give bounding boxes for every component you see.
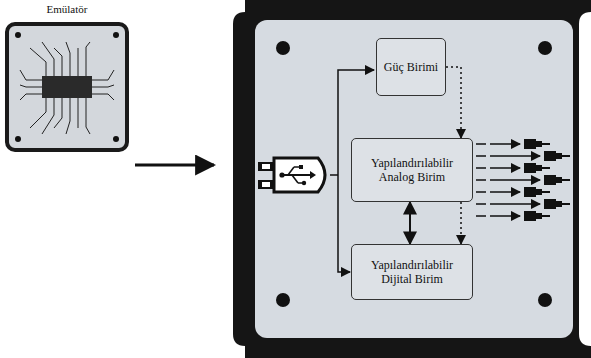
power-connector bbox=[446, 67, 461, 138]
board-panel bbox=[255, 20, 573, 338]
node-label: Yapılandırılabilir Dijital Birim bbox=[356, 258, 468, 286]
node-label: Yapılandırılabilir Analog Birim bbox=[356, 156, 468, 184]
data-connector bbox=[409, 202, 411, 244]
main-board bbox=[233, 0, 591, 358]
mount-hole bbox=[538, 41, 552, 55]
node-heading: Emülatör bbox=[5, 2, 129, 16]
digital-unit-box: Yapılandırılabilir Dijital Birim bbox=[351, 244, 473, 300]
mount-hole bbox=[538, 293, 552, 307]
mount-hole bbox=[276, 293, 290, 307]
usb-symbol bbox=[258, 158, 325, 192]
mount-hole bbox=[276, 41, 290, 55]
analog-unit-box: Yapılandırılabilir Analog Birim bbox=[351, 138, 473, 202]
emulator-board bbox=[7, 24, 127, 150]
emulator-node: Emülatör bbox=[5, 2, 129, 152]
power-connector bbox=[460, 202, 462, 244]
node-label: Güç Birimi bbox=[384, 60, 438, 74]
input-arrow bbox=[135, 164, 214, 167]
output-connectors bbox=[476, 139, 570, 221]
power-unit-box: Güç Birimi bbox=[376, 38, 446, 96]
